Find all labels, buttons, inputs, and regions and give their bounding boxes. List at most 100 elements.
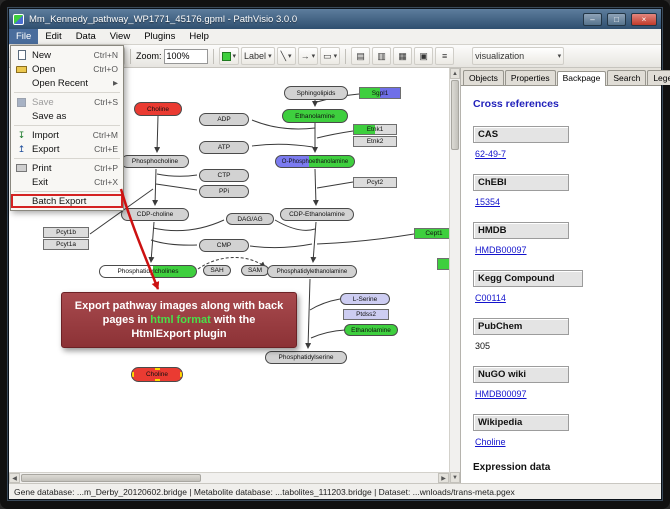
xref-section-nugo: NuGO wiki HMDB00097 xyxy=(473,366,649,402)
vertical-scrollbar[interactable]: ▲ ▼ xyxy=(449,68,460,483)
pathway-node[interactable]: SAH xyxy=(203,265,231,276)
save-icon xyxy=(15,97,28,107)
callout-text: Export pathway images along with back pa… xyxy=(74,299,284,341)
menu-help[interactable]: Help xyxy=(189,31,209,42)
pathway-node[interactable]: PPi xyxy=(199,185,249,198)
xref-link[interactable]: HMDB00097 xyxy=(475,389,527,399)
pathway-node[interactable]: Ethanolamine xyxy=(344,324,398,336)
menu-view[interactable]: View xyxy=(109,31,131,42)
menu-item-export[interactable]: ↥ Export Ctrl+E xyxy=(11,142,123,156)
xref-link[interactable]: C00114 xyxy=(475,293,506,303)
align-button-3[interactable]: ▦ xyxy=(393,47,413,65)
pathway-node[interactable]: Etnk2 xyxy=(353,136,397,147)
xref-link[interactable]: Choline xyxy=(475,437,506,447)
tab-search[interactable]: Search xyxy=(607,70,647,85)
pathway-node-clipped[interactable] xyxy=(437,258,449,270)
export-icon: ↥ xyxy=(17,143,26,154)
pathway-node[interactable]: Sgpl1 xyxy=(359,87,401,99)
align-button-5[interactable]: ≡ xyxy=(435,47,455,65)
shape-tool-dropdown[interactable]: ▭▾ xyxy=(320,47,341,65)
pathway-node[interactable]: Phosphatidylserine xyxy=(265,351,347,364)
xref-section-chebi: ChEBI 15354 xyxy=(473,174,649,210)
zoom-input[interactable] xyxy=(163,48,208,64)
pathway-node[interactable]: Phosphatidylethanolamine xyxy=(267,265,357,278)
tab-objects[interactable]: Objects xyxy=(463,70,504,85)
submenu-arrow-icon: ▶ xyxy=(113,80,118,87)
pathway-node[interactable]: Ethanolamine xyxy=(282,109,348,123)
menu-data[interactable]: Data xyxy=(75,31,96,42)
menu-item-new[interactable]: New Ctrl+N xyxy=(11,48,123,62)
xref-header: HMDB xyxy=(473,222,569,239)
pathway-node[interactable]: CDP-choline xyxy=(121,208,189,221)
align-button-2[interactable]: ▥ xyxy=(372,47,392,65)
scroll-down-icon[interactable]: ▼ xyxy=(450,472,460,483)
pathway-node[interactable]: Etnk1 xyxy=(353,124,397,135)
xref-link[interactable]: 62-49-7 xyxy=(475,149,507,159)
visualization-dropdown[interactable]: visualization ▾ xyxy=(472,47,565,65)
tab-legend[interactable]: Legend xyxy=(647,70,670,85)
menu-item-import[interactable]: ↧ Import Ctrl+M xyxy=(11,128,123,142)
tab-backpage[interactable]: Backpage xyxy=(556,71,607,86)
scroll-right-icon[interactable]: ▶ xyxy=(438,473,449,483)
pathway-node[interactable]: CMP xyxy=(199,239,249,252)
label-tool-label: Label xyxy=(244,51,267,61)
pathway-node[interactable]: ADP xyxy=(199,113,249,126)
menu-edit[interactable]: Edit xyxy=(45,31,62,42)
menu-item-batch-export[interactable]: Batch Export xyxy=(11,194,123,208)
line-tool-icon: ╲ xyxy=(280,50,287,61)
minimize-button[interactable]: – xyxy=(583,12,602,26)
add-label-dropdown[interactable]: Label▾ xyxy=(241,47,275,65)
status-bar: Gene database: ...m_Derby_20120602.bridg… xyxy=(9,483,661,499)
menu-item-exit[interactable]: Exit Ctrl+X xyxy=(32,176,118,188)
maximize-button[interactable]: □ xyxy=(607,12,626,26)
pathway-node[interactable]: Ptdss2 xyxy=(343,309,389,320)
xref-header: NuGO wiki xyxy=(473,366,569,383)
xref-link[interactable]: 15354 xyxy=(475,197,501,207)
pathway-node[interactable]: Pcyt1a xyxy=(43,239,89,250)
pathway-node[interactable]: Sphingolipids xyxy=(284,86,348,100)
line-tool-dropdown[interactable]: ╲▾ xyxy=(276,47,296,65)
vertical-scroll-thumb[interactable] xyxy=(451,80,459,150)
arrow-tool-dropdown[interactable]: →▾ xyxy=(297,47,319,65)
callout-highlight: html format xyxy=(150,313,211,326)
horizontal-scrollbar[interactable]: ◀ ▶ xyxy=(9,472,449,483)
pathway-node[interactable]: SAM xyxy=(241,265,269,276)
scroll-up-icon[interactable]: ▲ xyxy=(450,68,460,79)
pathway-node[interactable]: ATP xyxy=(199,141,249,154)
pathway-node[interactable]: Phosphocholine xyxy=(121,155,189,168)
menu-item-open-recent[interactable]: Open Recent ▶ xyxy=(32,77,118,89)
new-document-icon xyxy=(15,50,28,60)
pathway-node[interactable]: Cept1 xyxy=(414,228,449,239)
close-button[interactable]: × xyxy=(631,12,657,26)
backpage-panel: Cross references CAS 62-49-7 ChEBI 15354… xyxy=(461,85,661,483)
chevron-down-icon: ▾ xyxy=(557,53,562,60)
horizontal-scroll-thumb[interactable] xyxy=(21,474,201,482)
pathway-node[interactable]: DAG/AG xyxy=(226,213,274,225)
pathway-node[interactable]: Pcyt1b xyxy=(43,227,89,238)
pathway-node[interactable]: Pcyt2 xyxy=(353,177,397,188)
pathway-node[interactable]: Phosphatidylcholines xyxy=(99,265,197,278)
add-datanode-dropdown[interactable]: ▾ xyxy=(218,47,240,65)
xref-link[interactable]: HMDB00097 xyxy=(475,245,527,255)
toolbar-separator xyxy=(345,48,347,64)
align-button-1[interactable]: ▤ xyxy=(351,47,371,65)
pathway-node[interactable]: L-Serine xyxy=(340,293,390,305)
pathway-node[interactable]: Choline xyxy=(134,102,182,116)
scroll-left-icon[interactable]: ◀ xyxy=(9,473,20,483)
align-button-4[interactable]: ▣ xyxy=(414,47,434,65)
open-folder-icon xyxy=(15,65,28,73)
pathway-node[interactable]: O-Phosphoethanolamine xyxy=(275,155,355,168)
align-icon: ▤ xyxy=(356,50,365,61)
menu-separator xyxy=(14,125,120,126)
menu-item-print[interactable]: Print Ctrl+P xyxy=(11,161,123,175)
pathway-node[interactable]: CTP xyxy=(199,169,249,182)
menu-item-open[interactable]: Open Ctrl+O xyxy=(11,62,123,76)
pathway-node-selected[interactable]: Choline xyxy=(131,367,183,382)
menu-plugins[interactable]: Plugins xyxy=(144,31,176,42)
menu-item-save[interactable]: Save Ctrl+S xyxy=(11,95,123,109)
menu-item-save-as[interactable]: Save as xyxy=(32,110,67,122)
pathway-node[interactable]: CDP-Ethanolamine xyxy=(280,208,354,221)
tab-properties[interactable]: Properties xyxy=(504,70,556,85)
menu-file[interactable]: File xyxy=(9,29,39,44)
